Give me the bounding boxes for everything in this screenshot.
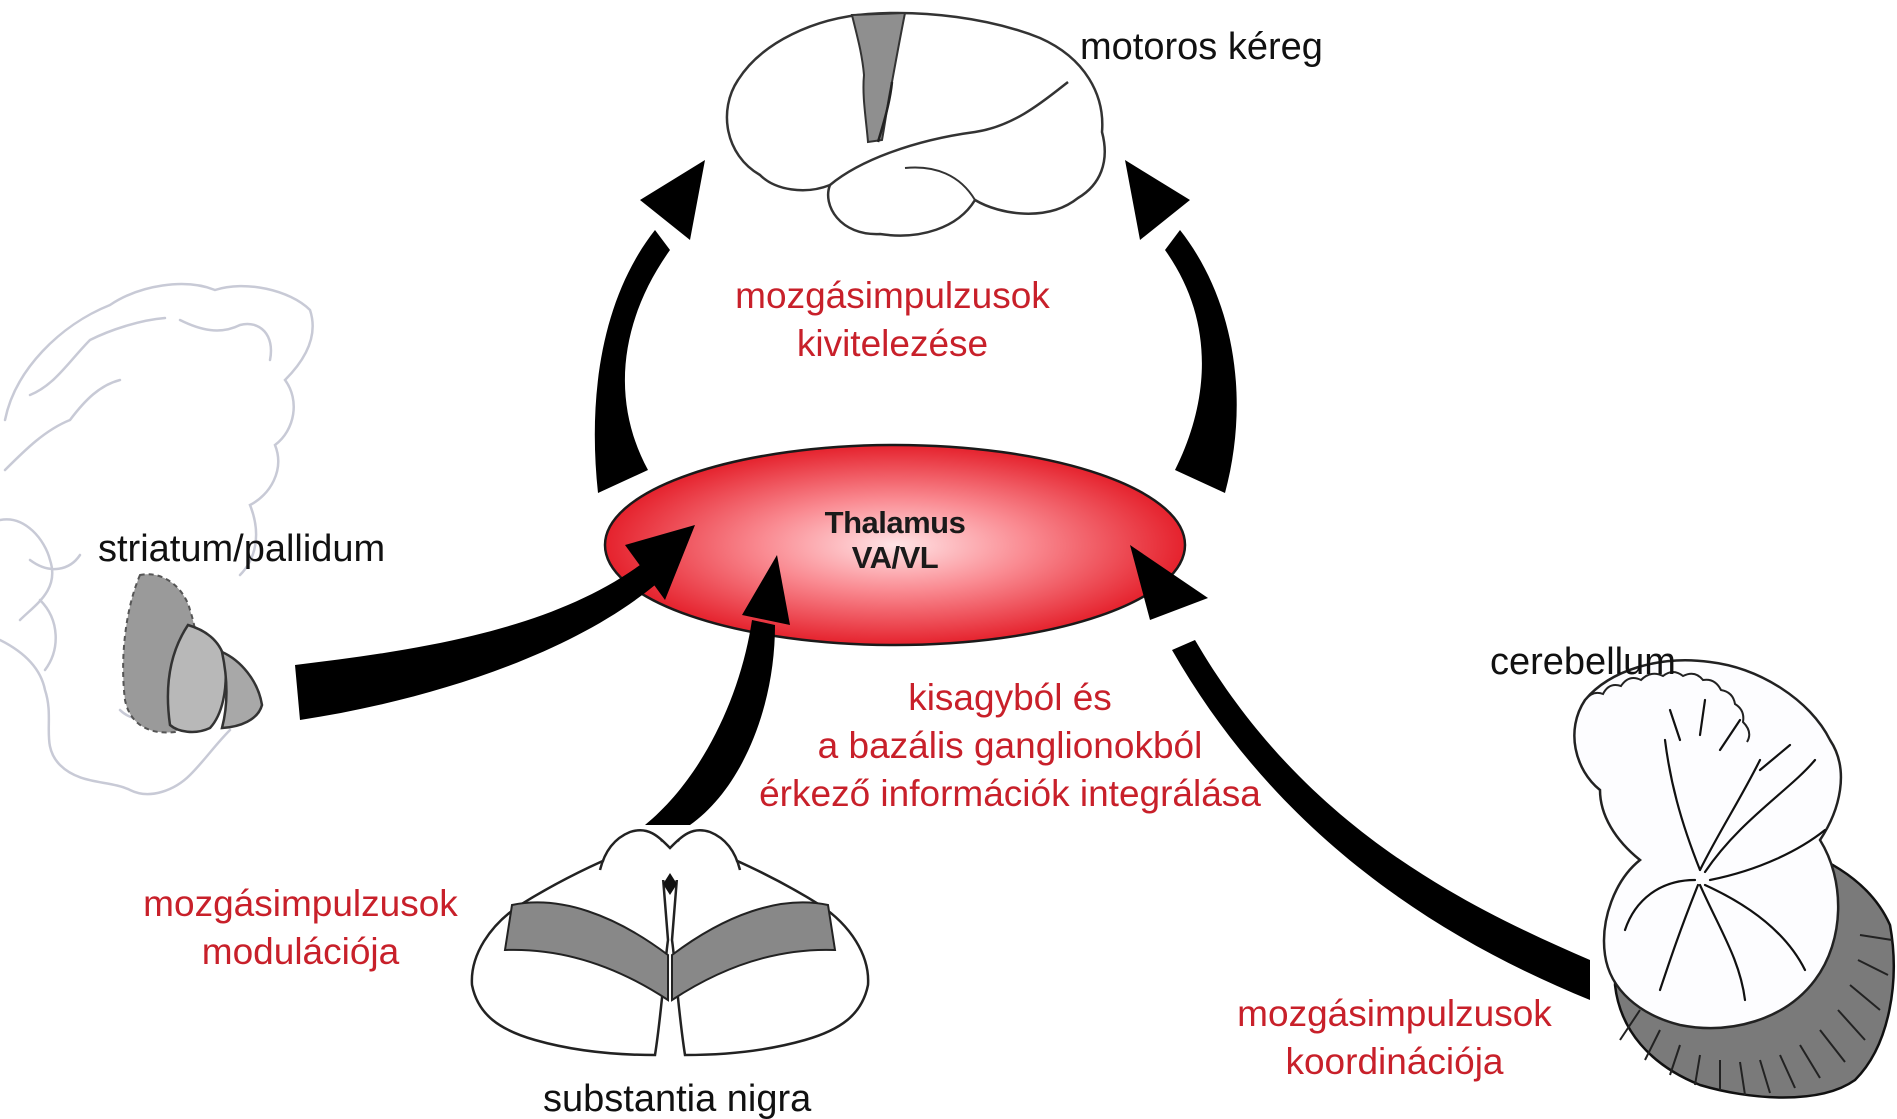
arrow-striatum-to-thalamus — [295, 565, 655, 720]
nigra-band-right — [671, 901, 837, 1002]
modulation-line1: mozgásimpulzusok — [143, 883, 458, 924]
arrow-nigra-to-thalamus — [645, 620, 775, 825]
arrow-head-striatum — [625, 525, 695, 600]
cerebellum-scallop-edge — [1584, 671, 1751, 743]
motor-strip — [850, 11, 907, 144]
arrow-thalamus-to-cortex-left — [594, 230, 670, 493]
striatum-label: striatum/pallidum — [98, 528, 386, 570]
modulation-label: mozgásimpulzusok modulációja — [128, 880, 473, 976]
modulation-line2: modulációja — [201, 931, 400, 972]
midbrain-top — [600, 828, 740, 880]
integration-line1: kisagyból és — [908, 677, 1112, 718]
execution-line2: kivitelezése — [796, 323, 989, 364]
integration-line3: érkező információk integrálása — [759, 773, 1261, 814]
coordination-line1: mozgásimpulzusok — [1237, 993, 1552, 1034]
coordination-label: mozgásimpulzusok koordinációja — [1222, 990, 1567, 1086]
arrow-head-left-up — [640, 160, 705, 240]
substantia-nigra-label: substantia nigra — [543, 1078, 812, 1119]
thalamus-ellipse — [603, 443, 1187, 647]
striatum-drawing — [0, 282, 314, 796]
thalamus-label-line2: VA/VL — [851, 540, 939, 575]
integration-label: kisagyból és a bazális ganglionokból érk… — [730, 674, 1290, 818]
cerebellum-drawing — [1573, 659, 1895, 1099]
temporal-lobe-line — [904, 166, 976, 201]
coordination-line2: koordinációja — [1285, 1041, 1504, 1082]
cerebellum-label: cerebellum — [1490, 641, 1676, 683]
arrow-head-right-up — [1125, 160, 1190, 240]
cerebellum-white-part — [1573, 659, 1843, 1030]
arrow-head-nigra — [742, 555, 790, 625]
motor-cortex-drawing — [725, 11, 1106, 237]
arrow-head-cerebellum — [1130, 545, 1208, 620]
arrow-thalamus-to-cortex-right — [1165, 230, 1237, 493]
aqueduct — [663, 873, 677, 895]
motor-cortex-label: motoros kéreg — [1080, 26, 1323, 68]
integration-line2: a bazális ganglionokból — [817, 725, 1203, 766]
thalamus-label-line1: Thalamus — [824, 505, 966, 540]
central-sulcus — [876, 81, 894, 143]
brain-outline — [725, 11, 1106, 237]
substantia-nigra-drawing — [470, 828, 870, 1057]
arrows — [295, 160, 1590, 1000]
putamen — [166, 623, 227, 734]
lateral-sulcus — [829, 81, 1069, 186]
nigra-band-left — [503, 901, 669, 1002]
cerebellum-fissures — [1623, 698, 1827, 1002]
thalamus-label: Thalamus VA/VL — [795, 505, 995, 575]
midbrain-top-outline — [598, 829, 742, 871]
execution-label: mozgásimpulzusok kivitelezése — [720, 272, 1065, 368]
execution-line1: mozgásimpulzusok — [735, 275, 1050, 316]
cerebellum-folia-lines — [1619, 934, 1893, 1096]
pallidum-segment — [220, 649, 264, 730]
arrow-cerebellum-to-thalamus — [1172, 640, 1590, 1000]
